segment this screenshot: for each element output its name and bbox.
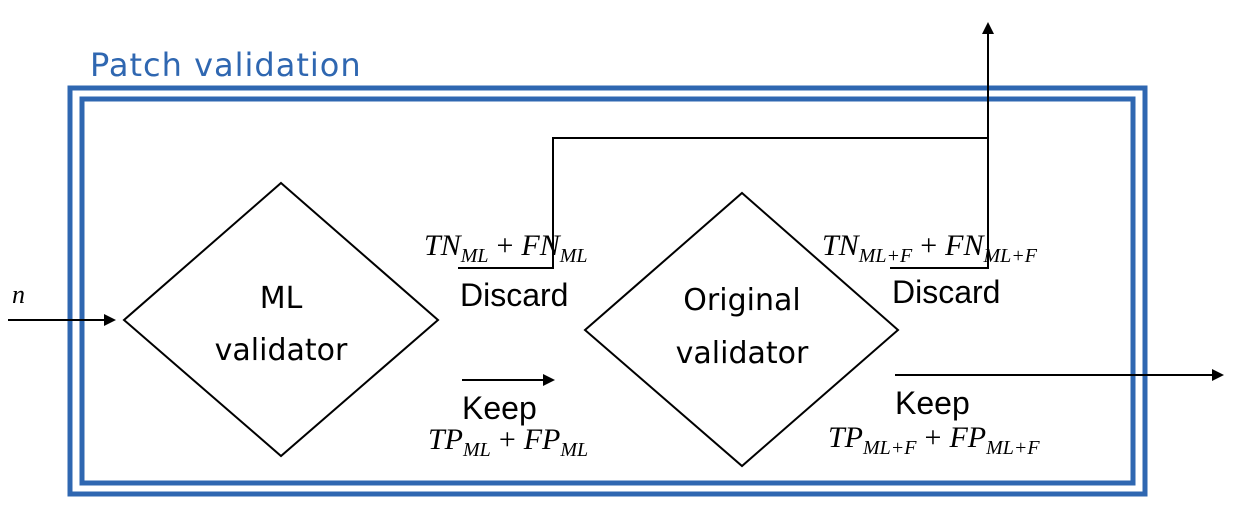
ml-keep-tp-sub: ML (462, 439, 491, 461)
ml-keep-formula: TPML+FPML (428, 423, 588, 461)
ml-keep-fp-sub: ML (559, 439, 588, 461)
ml-discard-tn-sub: ML (460, 245, 489, 267)
original-discard-label: Discard (892, 274, 1000, 310)
original-validator-diamond (583, 191, 900, 468)
original-discard-plus: + (920, 229, 937, 262)
original-discard-fn: FN (944, 229, 985, 262)
ml-validator-label-line1: ML (260, 281, 303, 316)
original-keep-fp-sub: ML+F (985, 437, 1040, 459)
container-border-inner (79, 96, 1136, 486)
container-title: Patch validation (90, 46, 362, 84)
original-keep-fp: FP (948, 421, 986, 454)
ml-keep-plus: + (499, 423, 516, 456)
original-keep-tp: TP (828, 421, 863, 454)
ml-discard-fn-sub: ML (559, 245, 588, 267)
original-keep-formula: TPML+F+FPML+F (828, 421, 1040, 459)
original-discard-tn-sub: ML+F (858, 245, 913, 267)
ml-discard-plus: + (497, 229, 514, 262)
ml-discard-fn: FN (520, 229, 561, 262)
original-validator-label-line1: Original (683, 283, 800, 318)
ml-validator-label-line2: validator (215, 333, 348, 368)
original-discard-tn: TN (822, 229, 861, 262)
original-discard-fn-sub: ML+F (982, 245, 1037, 267)
ml-keep-label: Keep (462, 390, 537, 426)
ml-discard-path (458, 137, 988, 269)
ml-discard-tn: TN (424, 229, 463, 262)
original-keep-plus: + (925, 421, 942, 454)
container-border-outer (67, 85, 1148, 497)
original-keep-label: Keep (895, 385, 970, 421)
ml-keep-fp: FP (523, 423, 561, 456)
ml-validator-diamond (122, 181, 440, 458)
ml-discard-label: Discard (460, 277, 568, 313)
original-discard-path (890, 138, 989, 269)
ml-discard-formula: TNML+FNML (424, 229, 588, 267)
ml-keep-tp: TP (428, 423, 463, 456)
input-label: n (12, 280, 25, 309)
original-keep-tp-sub: ML+F (862, 437, 917, 459)
original-validator-label-line2: validator (676, 336, 809, 371)
original-discard-formula: TNML+F+FNML+F (822, 229, 1038, 267)
